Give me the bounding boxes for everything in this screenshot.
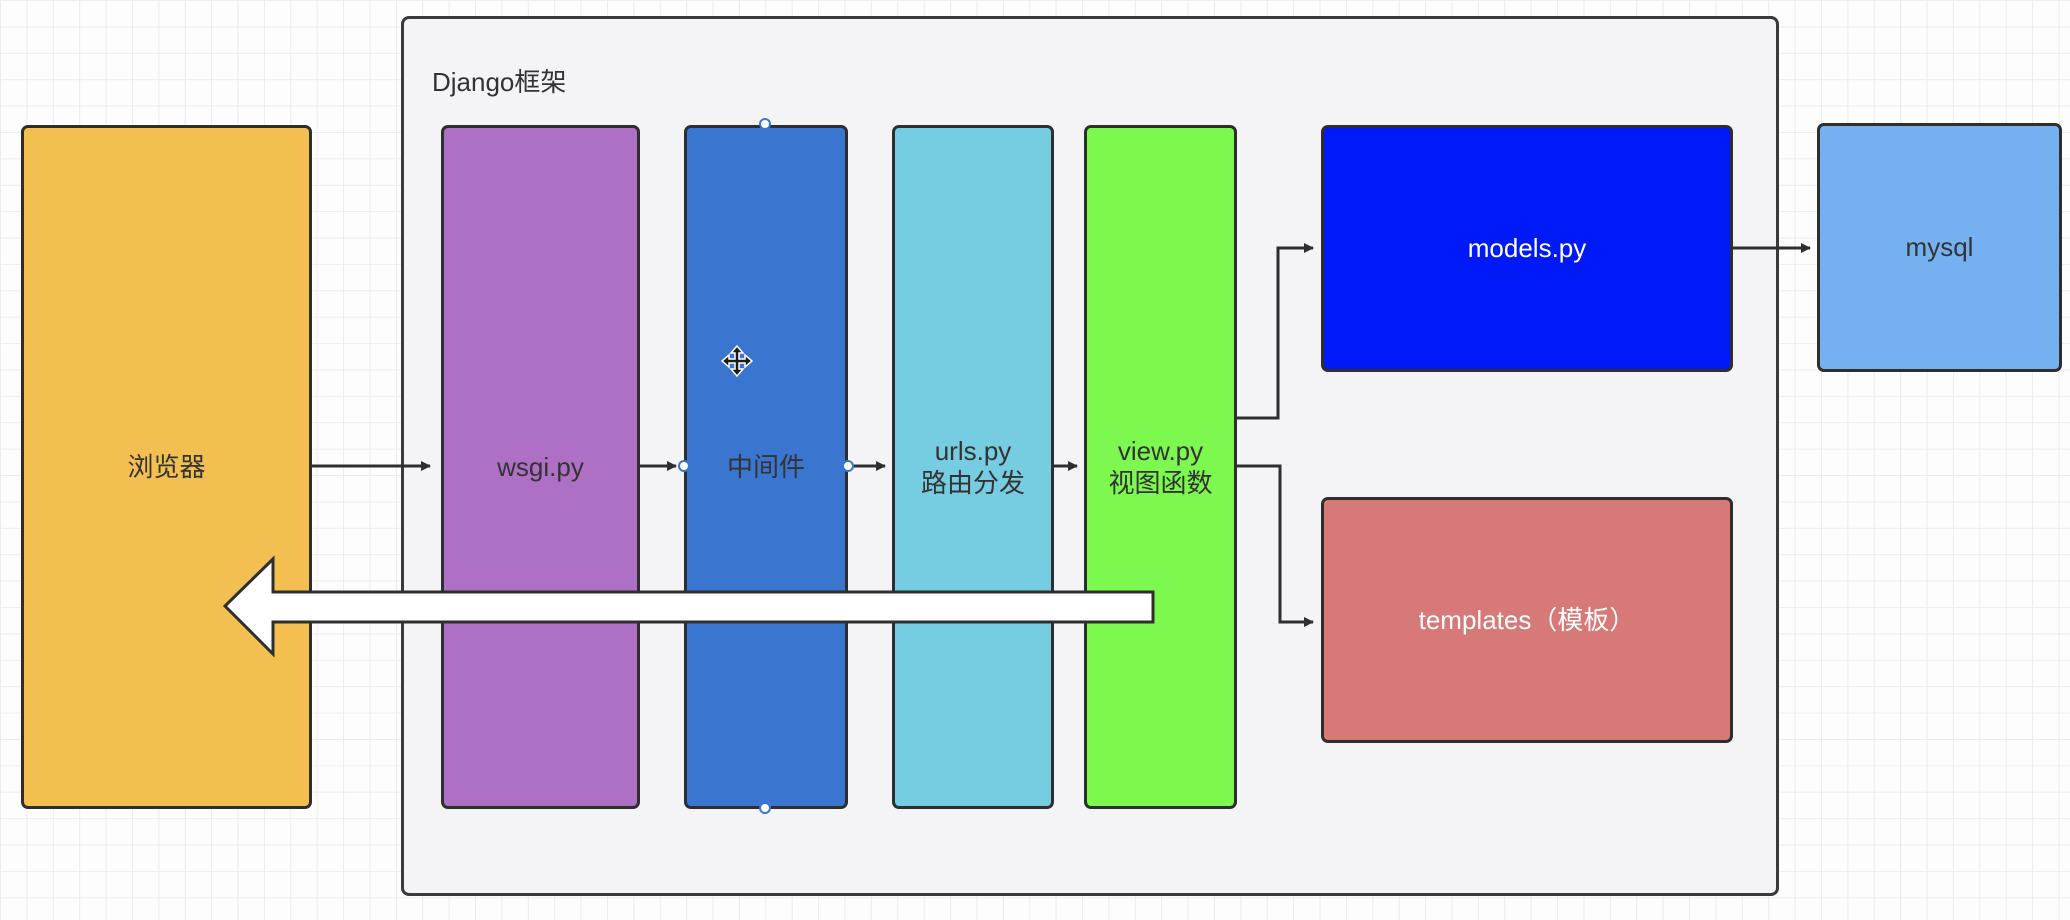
selection-handle-left[interactable] bbox=[678, 460, 690, 472]
selection-handle-bottom[interactable] bbox=[759, 802, 771, 814]
models-node[interactable]: models.py bbox=[1321, 125, 1733, 372]
selection-handle-right[interactable] bbox=[842, 460, 854, 472]
browser-node[interactable]: 浏览器 bbox=[21, 125, 312, 809]
wsgi-label: wsgi.py bbox=[497, 451, 584, 482]
selection-handle-top[interactable] bbox=[759, 118, 771, 130]
urls-node[interactable]: urls.py 路由分发 bbox=[892, 125, 1054, 809]
middleware-label: 中间件 bbox=[726, 451, 805, 482]
views-label-line1: view.py bbox=[1117, 435, 1204, 466]
templates-node[interactable]: templates（模板） bbox=[1321, 497, 1733, 743]
urls-label-line1: urls.py bbox=[934, 435, 1012, 466]
mysql-label: mysql bbox=[1905, 232, 1974, 263]
frame-title: Django框架 bbox=[432, 67, 567, 97]
middleware-node[interactable]: 中间件 bbox=[684, 125, 848, 809]
models-label: models.py bbox=[1467, 233, 1587, 264]
views-label-line2: 视图函数 bbox=[1108, 468, 1213, 498]
views-node[interactable]: view.py 视图函数 bbox=[1084, 125, 1237, 809]
move-cursor-icon bbox=[720, 344, 754, 378]
urls-label-line2: 路由分发 bbox=[920, 468, 1025, 498]
wsgi-node[interactable]: wsgi.py bbox=[441, 125, 640, 809]
mysql-node[interactable]: mysql bbox=[1817, 123, 2062, 372]
browser-label: 浏览器 bbox=[127, 451, 206, 482]
templates-label: templates（模板） bbox=[1418, 604, 1636, 635]
